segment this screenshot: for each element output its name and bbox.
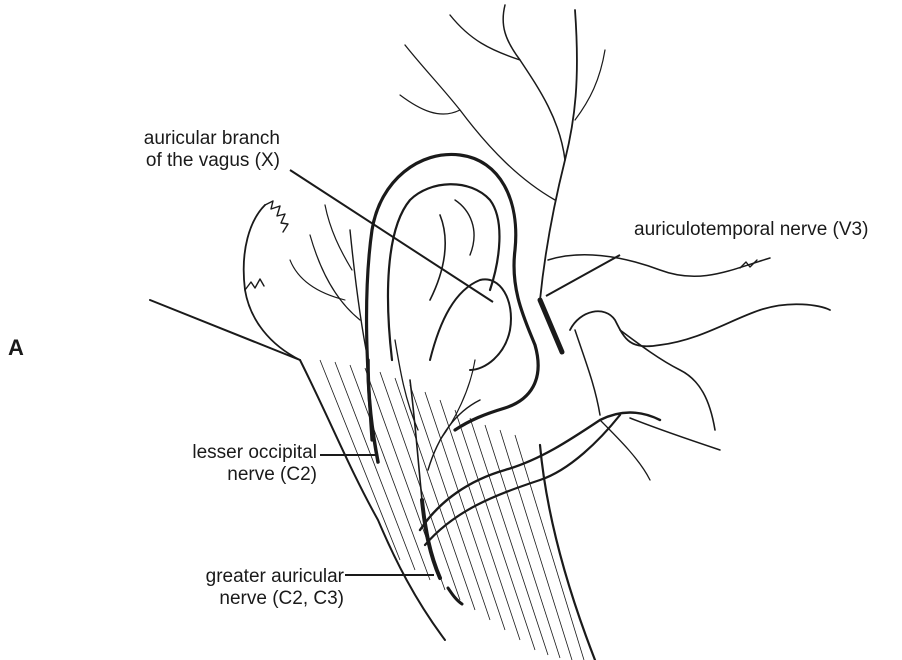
temporal-nerve-branches — [400, 5, 770, 300]
label-auriculotemporal-nerve: auriculotemporal nerve (V3) — [634, 219, 868, 241]
leader-lines — [290, 170, 620, 575]
label-lesser-occipital-nerve: lesser occipital nerve (C2) — [192, 442, 317, 486]
auricle — [367, 154, 539, 440]
label-greater-auricular-nerve: greater auricular nerve (C2, C3) — [206, 566, 344, 610]
cervical-nerve-branches — [420, 413, 720, 546]
face-outline — [570, 304, 830, 430]
lesser-occipital-nerve — [290, 205, 378, 462]
label-auricular-branch-vagus: auricular branch of the vagus (X) — [144, 128, 280, 172]
greater-auricular-nerve — [395, 340, 480, 604]
auriculotemporal-trunk — [540, 300, 562, 352]
panel-letter: A — [8, 335, 24, 361]
muscle-fibers — [320, 360, 584, 660]
